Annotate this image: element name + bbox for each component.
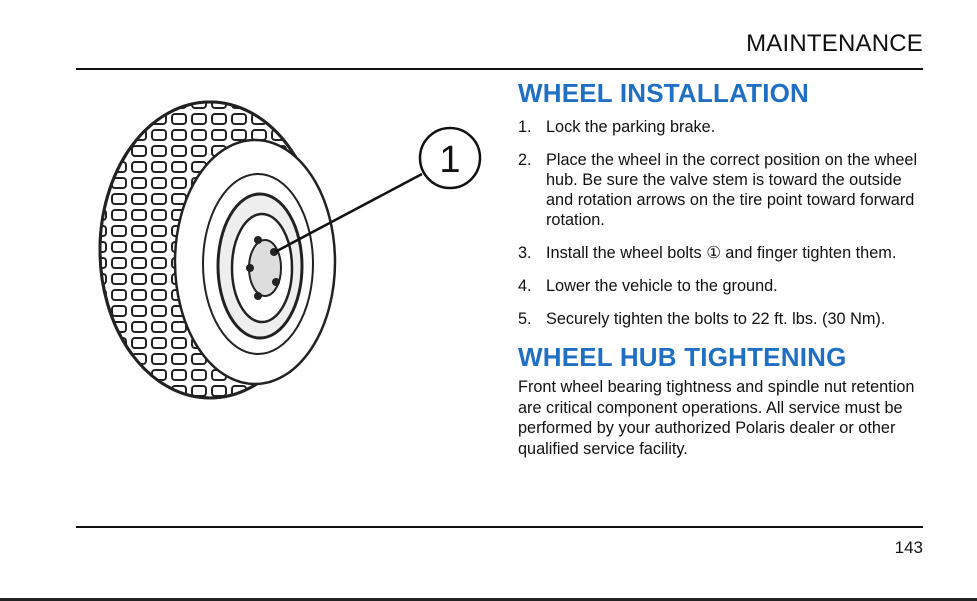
step-item: 4. Lower the vehicle to the ground. <box>518 276 928 296</box>
step-item: 3. Install the wheel bolts ① and finger t… <box>518 243 928 263</box>
step-item: 1. Lock the parking brake. <box>518 117 928 137</box>
step-text: Securely tighten the bolts to 22 ft. lbs… <box>546 310 886 328</box>
step-number: 1. <box>518 118 532 136</box>
step-number: 4. <box>518 277 532 295</box>
content-column: WHEEL INSTALLATION 1. Lock the parking br… <box>518 78 928 459</box>
callout-leader-line <box>274 172 423 254</box>
step-item: 2. Place the wheel in the correct positio… <box>518 150 928 230</box>
section-heading-wheel-installation: WHEEL INSTALLATION <box>518 78 810 108</box>
wheel-rim <box>216 192 304 340</box>
installation-steps: 1. Lock the parking brake. 2. Place the wh… <box>518 117 928 329</box>
hub-tightening-paragraph: Front wheel bearing tightness and spindl… <box>518 378 915 458</box>
step-number: 2. <box>518 151 532 169</box>
step-number: 3. <box>518 244 532 262</box>
step-number: 5. <box>518 310 532 328</box>
step-text: Place the wheel in the correct position … <box>546 151 918 229</box>
callout-circle <box>418 126 482 190</box>
page-header-title: MAINTENANCE <box>746 30 923 57</box>
step-text: Lock the parking brake. <box>546 118 716 136</box>
step-text: Install the wheel bolts ① and finger tig… <box>546 244 897 262</box>
callout-number: 1 <box>439 139 460 181</box>
tire-illustration: 1 <box>98 100 482 400</box>
step-text: Lower the vehicle to the ground. <box>546 277 778 295</box>
section-heading-wheel-hub-tightening: WHEEL HUB TIGHTENING <box>518 342 847 372</box>
header-rule <box>76 68 923 70</box>
page-edge-strip <box>0 598 977 601</box>
footer-rule <box>76 526 923 528</box>
page-number: 143 <box>894 538 923 557</box>
step-item: 5. Securely tighten the bolts to 22 ft. l… <box>518 309 928 329</box>
